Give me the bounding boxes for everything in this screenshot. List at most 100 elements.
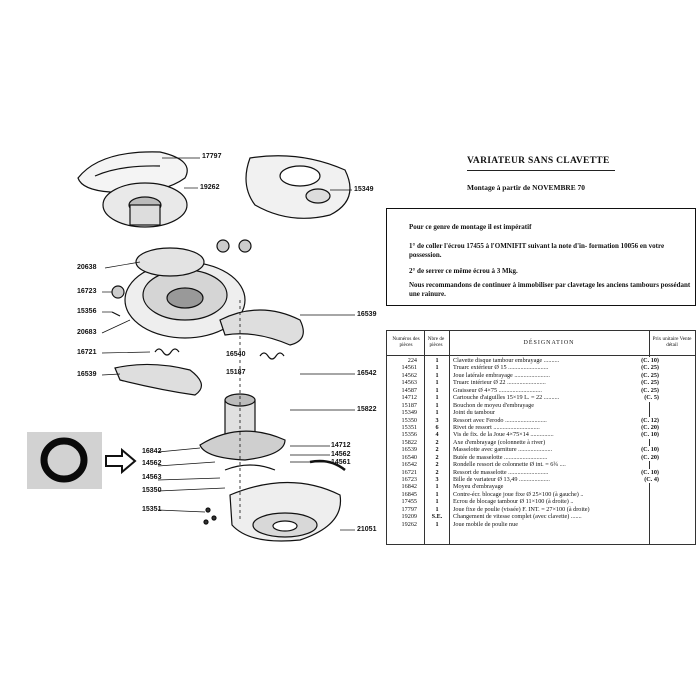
parts-table: Numéros des pièces Nbre de pièces DÉSIGN…	[386, 330, 696, 545]
part-designation: Joue latérale embrayage ................…	[453, 371, 550, 379]
part-number: 15351	[401, 423, 417, 431]
part-number: 14712	[401, 394, 417, 402]
part-number: 14587	[401, 386, 417, 394]
part-reference: (C. 25)	[625, 386, 659, 395]
part-reference: (C. 4)	[625, 476, 659, 484]
part-number: 15822	[401, 438, 417, 446]
part-number: 19209	[401, 513, 417, 521]
part-quantity: 1	[435, 394, 439, 402]
callout-label: 16539	[77, 371, 97, 378]
part-designation: Graisseur Ø 4×75 .......................…	[453, 386, 542, 394]
part-reference: (C. 10)	[625, 468, 659, 477]
table-row: 15822 2 Axe d'embrayage (colonnette à rive…	[387, 439, 695, 446]
callout-label: 20683	[77, 329, 97, 336]
part-number: 14562	[401, 371, 417, 379]
o-ring-icon	[40, 437, 88, 483]
part-reference: (C. 5)	[625, 394, 659, 402]
callout-label: 15356	[77, 308, 97, 315]
table-row: 16540 2 Butée de masselotte ..............…	[387, 453, 695, 462]
callout-label: 15351	[142, 506, 162, 513]
column-divider	[424, 331, 425, 544]
notice-recommendation: Nous recommandons de continuer à immobil…	[409, 281, 691, 298]
part-designation: Truarc intérieur Ø 22 ..................…	[453, 379, 546, 387]
notice-box: Pour ce genre de montage il est impérati…	[386, 208, 696, 306]
part-quantity: 2	[435, 453, 439, 461]
callout-label: 15822	[357, 406, 377, 413]
part-designation: Cartouche d'aiguilles 15×19 L. = 22 ....…	[453, 394, 560, 402]
page-title: VARIATEUR SANS CLAVETTE	[467, 156, 610, 166]
header-prix: Prix unitaire Vente détail	[652, 336, 692, 348]
part-designation: Contre-écr. blocage joue fixe Ø 25×100 (…	[453, 490, 584, 498]
part-reference: (C. 25)	[625, 379, 659, 387]
part-designation: Changement de vitesse complet (avec clav…	[453, 513, 582, 521]
part-number: 16542	[401, 461, 417, 469]
part-number: 16723	[401, 476, 417, 483]
callout-label: 16842	[142, 448, 162, 455]
callout-label: 14563	[142, 474, 162, 481]
part-quantity: 2	[435, 438, 439, 446]
arrow-right-icon	[105, 447, 137, 475]
part-designation: Joue fixe de poulie (vissée) F. INT. = 2…	[453, 505, 590, 513]
part-number: 17455	[401, 498, 417, 506]
title-underline	[467, 170, 615, 171]
callout-label: 16539	[357, 311, 377, 318]
part-number: 16721	[401, 468, 417, 476]
part-quantity: 3	[435, 476, 439, 483]
exploded-diagram	[77, 151, 355, 542]
callout-label: 15349	[354, 186, 374, 193]
callout-label: 21051	[357, 526, 377, 533]
part-reference: (C. 10)	[625, 431, 659, 439]
part-number: 16540	[401, 453, 417, 461]
callout-label: 14562	[331, 451, 351, 458]
part-designation: Vis de fix. de la Joue 4×75×14 .........…	[453, 431, 554, 439]
part-number: 224	[407, 357, 417, 364]
part-designation: Clavette disque tambour embrayage ......…	[453, 357, 560, 364]
part-reference: (C. 20)	[625, 453, 659, 462]
ring-thumbnail	[27, 432, 102, 489]
part-designation: Butée de masselotte ....................…	[453, 453, 548, 461]
notice-item-1: 1° de coller l'écrou 17455 à l'OMNIFIT s…	[409, 242, 665, 259]
notice-heading: Pour ce genre de montage il est impérati…	[409, 223, 532, 231]
part-number: 15356	[401, 431, 417, 439]
callout-label: 16721	[77, 349, 97, 356]
part-designation: Joue mobile de poulie nue	[453, 520, 518, 528]
part-designation: Rondelle ressort de colonnette Ø int. = …	[453, 461, 566, 469]
table-row: 14712 1 Cartouche d'aiguilles 15×19 L. = 2…	[387, 394, 695, 402]
part-number: 14563	[401, 379, 417, 387]
part-reference: (C. 12)	[625, 416, 659, 424]
header-numero: Numéros des pièces	[392, 336, 420, 348]
part-quantity: 3	[435, 416, 439, 424]
part-number: 19262	[401, 520, 417, 528]
part-designation: Truarc extérieur Ø 15 ..................…	[453, 364, 549, 372]
table-header: Numéros des pièces Nbre de pièces DÉSIGN…	[387, 331, 695, 356]
callout-label: 17797	[202, 153, 222, 160]
part-designation: Moyeu d'embrayage	[453, 483, 504, 491]
callout-label: 15187	[226, 369, 246, 376]
page-subtitle: Montage à partir de NOVEMBRE 70	[467, 183, 585, 192]
part-designation: Axe d'embrayage (colonnette à river)	[453, 438, 546, 446]
callout-label: 20638	[77, 264, 97, 271]
callout-label: 14712	[331, 442, 351, 449]
part-quantity: 4	[435, 431, 439, 439]
part-reference: (C. 20)	[625, 423, 659, 432]
header-designation: DÉSIGNATION	[523, 340, 575, 346]
part-quantity: 1	[435, 490, 439, 498]
notice-item-2: 2° de serrer ce même écrou à 3 Mkg.	[409, 267, 518, 275]
column-divider	[449, 331, 450, 544]
part-number: 15187	[401, 401, 417, 409]
part-quantity: 1	[435, 483, 439, 491]
part-quantity: 1	[435, 505, 439, 513]
